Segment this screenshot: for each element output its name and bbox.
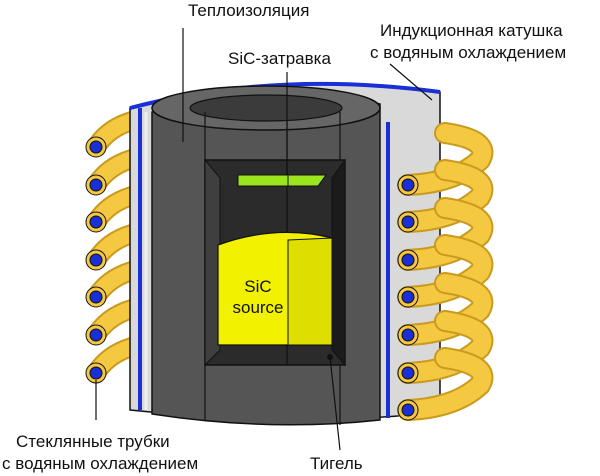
leader-coil (389, 63, 433, 101)
right-coil-turn (397, 122, 494, 196)
source-label-line1: SiC (244, 277, 271, 296)
sic-source (217, 231, 333, 346)
label-tubes-line2: с водяным охлаждением (2, 454, 198, 473)
right-coil-turn (397, 159, 494, 233)
right-coil-turn (397, 197, 494, 271)
leader-crucible (329, 356, 341, 451)
leader-lines (95, 28, 433, 451)
sic-seed (237, 174, 327, 187)
right-coil-turn (397, 234, 494, 308)
label-seed: SiC-затравка (228, 49, 331, 68)
right-coil-turns (397, 122, 494, 421)
label-crucible: Тигель (310, 454, 363, 473)
label-tubes-line1: Стеклянные трубки (16, 432, 170, 451)
right-coil-turn (397, 310, 494, 384)
label-coil-line2: с водяным охлаждением (370, 43, 566, 62)
right-coil-turn (397, 272, 494, 346)
label-coil-line1: Индукционная катушка (380, 21, 563, 40)
label-insulation: Теплоизоляция (188, 1, 309, 20)
source-label-line2: source (232, 298, 283, 317)
right-coil-turn (397, 347, 494, 421)
